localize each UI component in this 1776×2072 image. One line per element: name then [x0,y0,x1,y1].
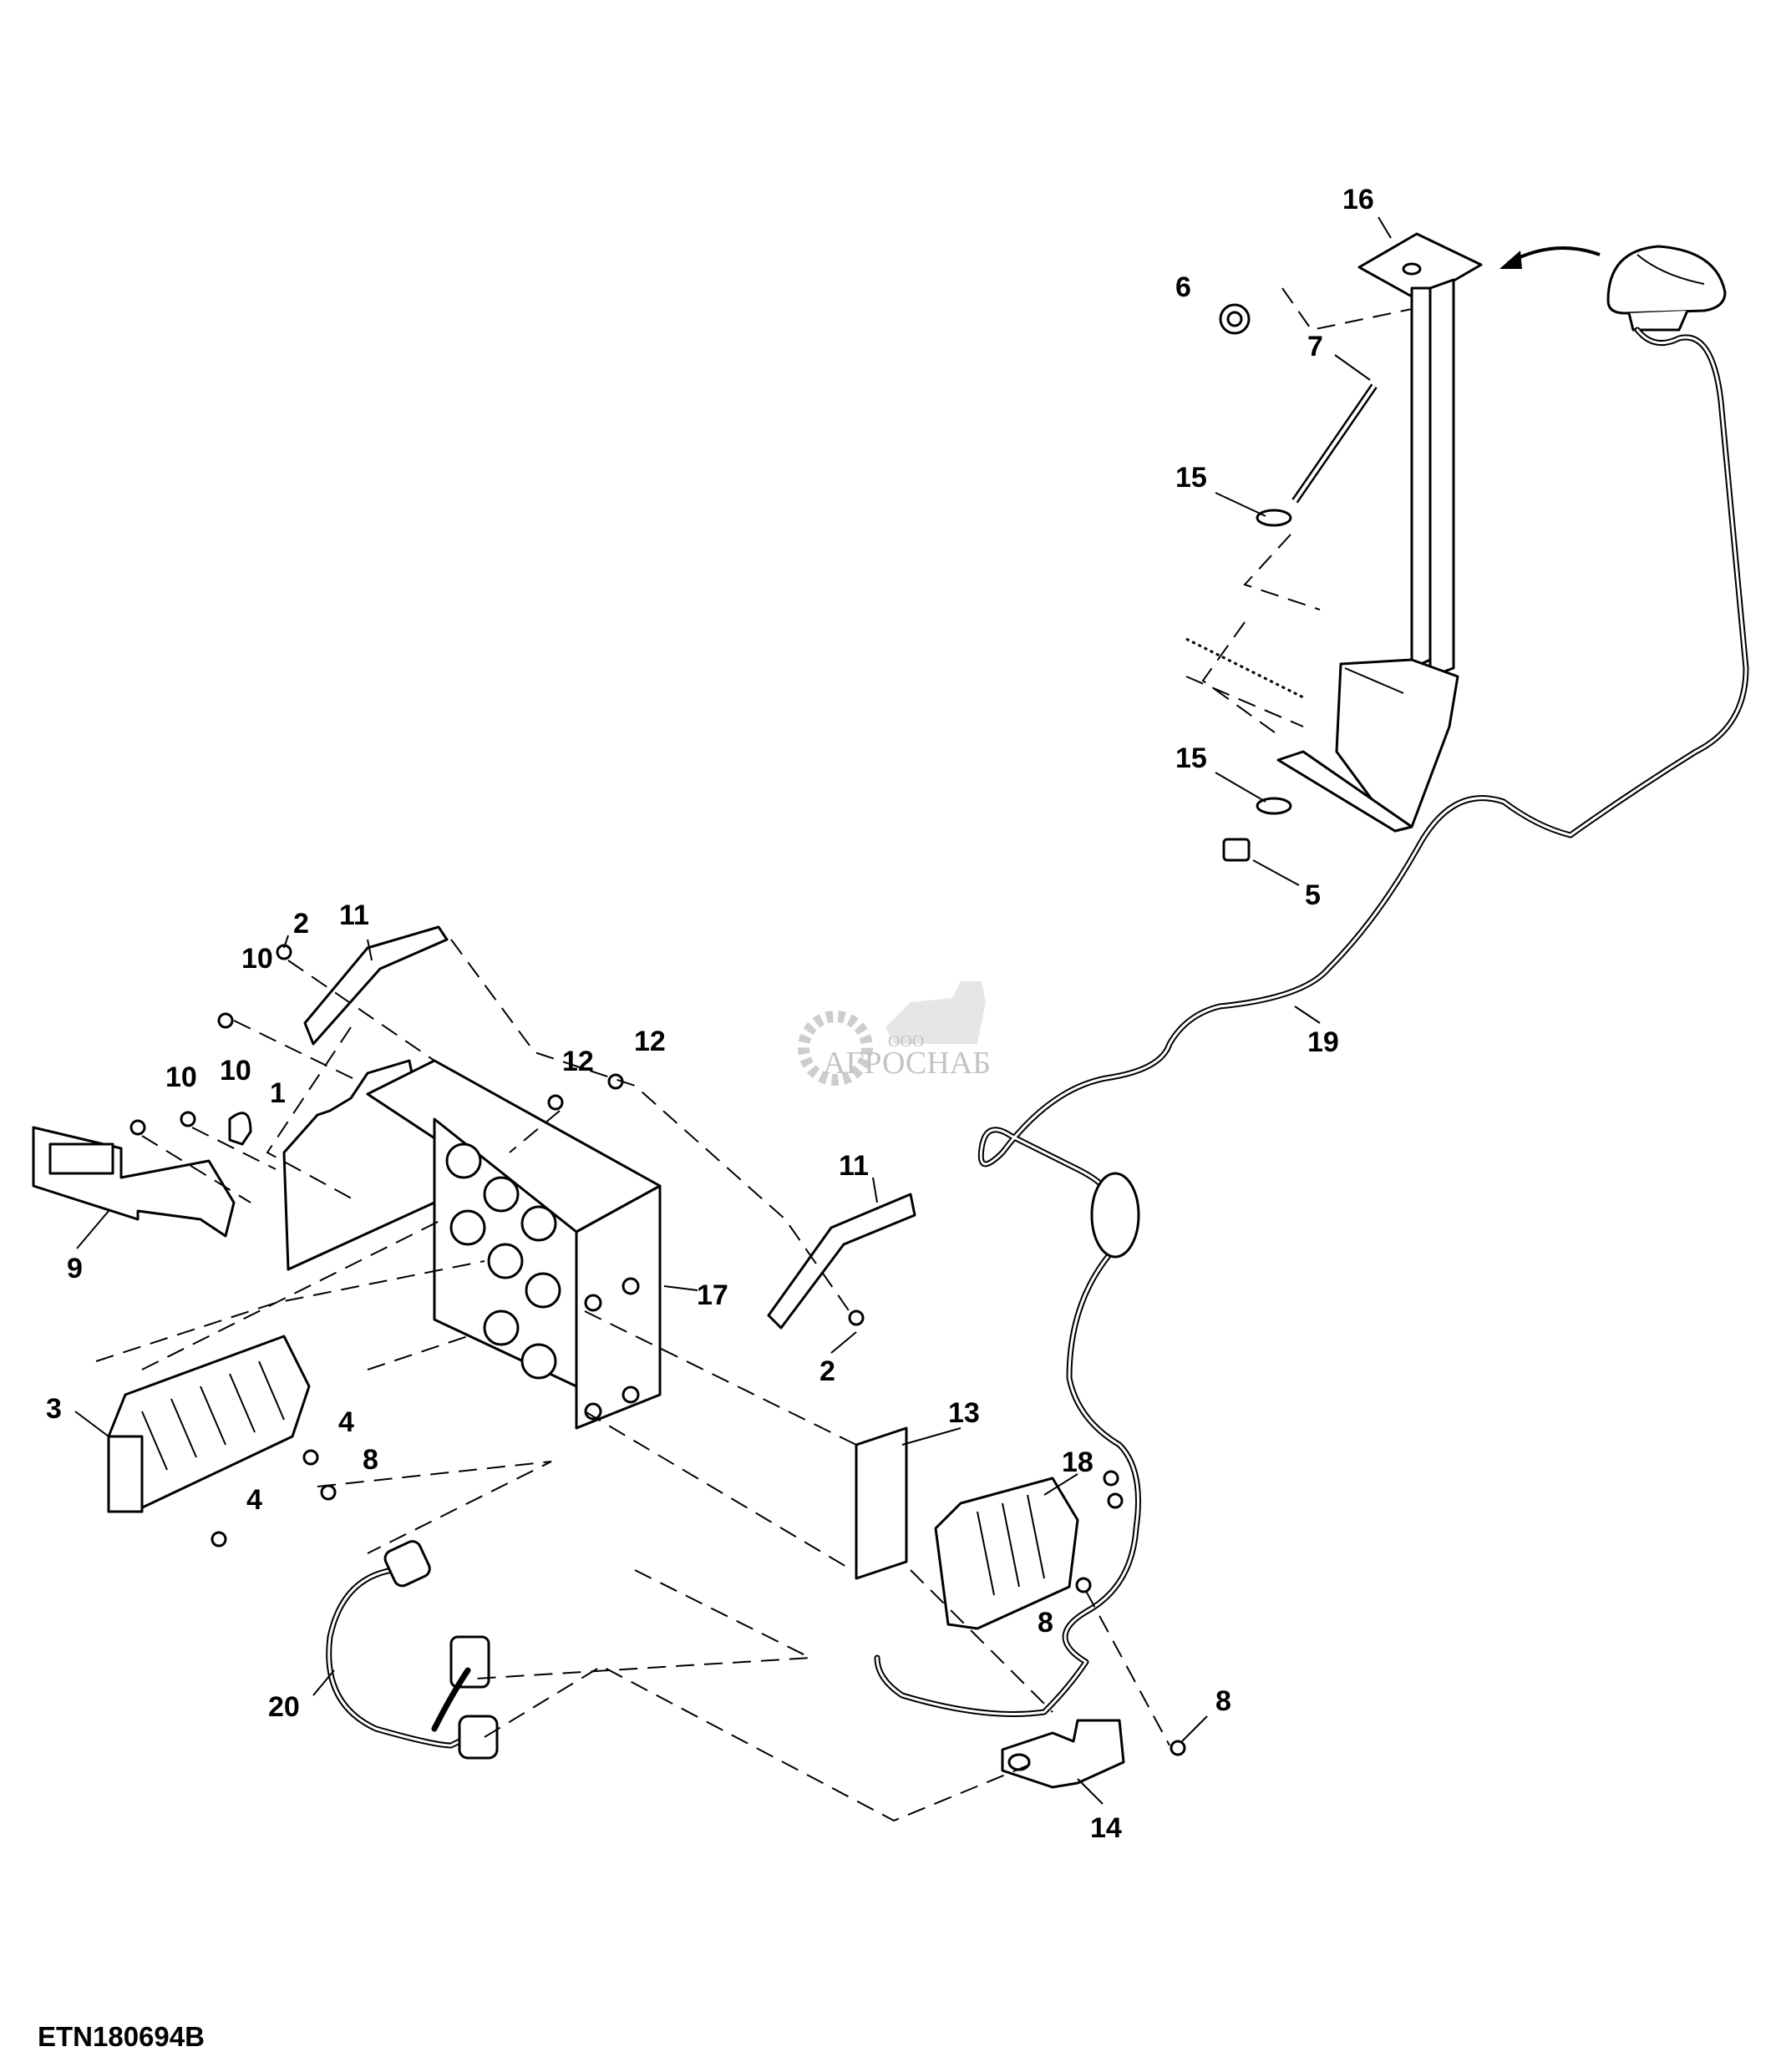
install-arrow [1507,246,1601,265]
callout-16: 16 [1342,184,1374,215]
callout-3: 3 [46,1393,62,1425]
callout-10: 10 [165,1061,197,1093]
antenna-cable [874,327,1749,1717]
callout-5: 5 [1305,879,1321,911]
callout-8: 8 [1215,1685,1231,1717]
assembly-lines [95,939,1170,1822]
nut-5 [1222,838,1251,862]
washer-top [1256,509,1292,527]
callout-18: 18 [1062,1446,1094,1478]
gps-receiver [1606,245,1727,332]
arrow-head [1499,251,1522,269]
figure-id: ETN180694B [38,2021,205,2052]
callout-8: 8 [1038,1607,1053,1639]
bracket-11-top [303,925,449,1046]
watermark-prefix: ООО [888,1032,924,1051]
bracket-11-right [767,1193,916,1330]
callout-2: 2 [819,1355,835,1387]
callout-10: 10 [220,1055,251,1087]
callout-4: 4 [338,1406,354,1438]
callout-2: 2 [293,908,309,940]
callout-4: 4 [246,1484,262,1516]
callout-19: 19 [1307,1026,1339,1058]
mount-post [1276,232,1483,833]
callout-10: 10 [241,943,273,975]
callout-14: 14 [1090,1812,1122,1844]
callout-17: 17 [697,1279,728,1311]
callout-12: 12 [562,1046,594,1077]
washer-bottom [1256,797,1292,815]
callout-13: 13 [948,1397,980,1429]
plate-13 [855,1426,908,1580]
wire-harness [326,1540,499,1760]
leader-lines [74,216,1392,1805]
callout-6: 6 [1175,271,1191,303]
watermark-logo: ООО АГРОСНАБ [798,981,991,1086]
controller-box [282,1059,662,1430]
callout-labels: 16 6 7 15 15 5 19 11 2 10 12 12 10 10 1 … [46,184,1374,1844]
callout-11: 11 [339,899,369,931]
bracket-14 [1001,1719,1125,1789]
callout-15: 15 [1175,462,1207,494]
callout-7: 7 [1307,331,1323,362]
controller-3 [107,1335,311,1513]
callout-20: 20 [268,1691,300,1723]
callout-15: 15 [1175,742,1207,774]
callout-11: 11 [839,1150,869,1182]
callout-12: 12 [634,1026,666,1057]
controller-18 [934,1477,1079,1630]
callout-9: 9 [67,1253,83,1284]
callout-1: 1 [270,1077,286,1109]
watermark-name: АГРОСНАБ [823,1046,991,1081]
callout-8: 8 [363,1444,378,1476]
